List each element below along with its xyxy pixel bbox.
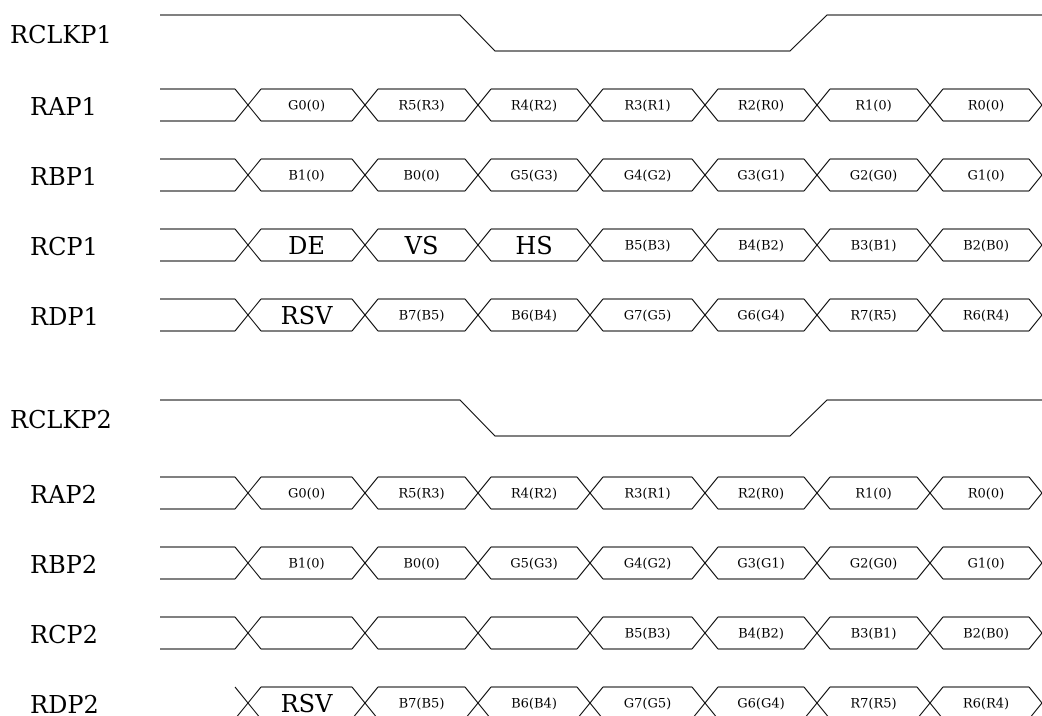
slot-label: B5(B3) xyxy=(625,627,671,642)
slot-label: R7(R5) xyxy=(850,697,896,712)
slot-label: R0(0) xyxy=(968,487,1004,502)
clock-waveform-rclkp2 xyxy=(160,399,1042,437)
slot-label: G6(G4) xyxy=(737,697,784,712)
slot-label: B2(B0) xyxy=(963,239,1009,254)
signal-label-rbp2: RBP2 xyxy=(30,551,97,579)
slot-label: B3(B1) xyxy=(851,627,897,642)
slot-label: G0(0) xyxy=(288,99,325,114)
clock-label-rclkp2: RCLKP2 xyxy=(10,406,112,434)
slot-label: B7(B5) xyxy=(399,697,445,712)
slot-label: R0(0) xyxy=(968,99,1004,114)
slot-label: B4(B2) xyxy=(738,239,784,254)
slot-label: VS xyxy=(404,232,439,260)
slot-label: R2(R0) xyxy=(738,99,784,114)
slot-label: R5(R3) xyxy=(398,487,444,502)
slot-label: G7(G5) xyxy=(624,309,671,324)
signal-label-rap2: RAP2 xyxy=(30,481,97,509)
slot-label: R6(R4) xyxy=(963,309,1009,324)
bus-waveform-rbp1 xyxy=(160,158,1042,192)
slot-label: B2(B0) xyxy=(963,627,1009,642)
slot-label: B0(0) xyxy=(403,557,439,572)
bus-waveform-rap2 xyxy=(160,476,1042,510)
slot-label: R7(R5) xyxy=(850,309,896,324)
slot-label: R4(R2) xyxy=(511,99,557,114)
slot-label: G2(G0) xyxy=(850,169,897,184)
slot-label: B4(B2) xyxy=(738,627,784,642)
slot-label: R6(R4) xyxy=(963,697,1009,712)
bus-waveform-rcp1 xyxy=(160,228,1042,262)
slot-label: B6(B4) xyxy=(511,697,557,712)
slot-label: R5(R3) xyxy=(398,99,444,114)
slot-label: G4(G2) xyxy=(624,169,671,184)
clock-label-rclkp1: RCLKP1 xyxy=(10,21,112,49)
slot-label: B6(B4) xyxy=(511,309,557,324)
slot-label: B1(0) xyxy=(288,557,324,572)
bus-waveform-rbp2 xyxy=(160,546,1042,580)
slot-label: B5(B3) xyxy=(625,239,671,254)
slot-label: R2(R0) xyxy=(738,487,784,502)
signal-label-rdp1: RDP1 xyxy=(30,303,99,331)
signal-label-rdp2: RDP2 xyxy=(30,691,99,716)
clock-waveform-rclkp1 xyxy=(160,14,1042,52)
slot-label: G5(G3) xyxy=(510,169,557,184)
slot-label: B3(B1) xyxy=(851,239,897,254)
slot-label: G5(G3) xyxy=(510,557,557,572)
slot-label: HS xyxy=(515,232,552,260)
bus-waveform-rcp2 xyxy=(160,616,1042,650)
slot-label: G1(0) xyxy=(967,169,1004,184)
slot-label: R3(R1) xyxy=(624,487,670,502)
slot-label: R1(0) xyxy=(855,487,891,502)
signal-label-rap1: RAP1 xyxy=(30,93,97,121)
signal-label-rcp1: RCP1 xyxy=(30,233,98,261)
slot-label: B0(0) xyxy=(403,169,439,184)
bus-waveform-rdp1 xyxy=(160,298,1042,332)
slot-label: G2(G0) xyxy=(850,557,897,572)
bus-waveform-rdp2 xyxy=(234,686,1042,716)
slot-label: R1(0) xyxy=(855,99,891,114)
slot-label: RSV xyxy=(281,302,334,330)
slot-label: R4(R2) xyxy=(511,487,557,502)
slot-label: B1(0) xyxy=(288,169,324,184)
signal-label-rcp2: RCP2 xyxy=(30,621,98,649)
slot-label: G3(G1) xyxy=(737,557,784,572)
slot-label: G7(G5) xyxy=(624,697,671,712)
slot-label: B7(B5) xyxy=(399,309,445,324)
slot-label: DE xyxy=(288,232,325,260)
slot-label: G1(0) xyxy=(967,557,1004,572)
slot-label: G6(G4) xyxy=(737,309,784,324)
slot-label: G4(G2) xyxy=(624,557,671,572)
signal-label-rbp1: RBP1 xyxy=(30,163,97,191)
slot-label: G0(0) xyxy=(288,487,325,502)
slot-label: RSV xyxy=(281,690,334,716)
slot-label: G3(G1) xyxy=(737,169,784,184)
slot-label: R3(R1) xyxy=(624,99,670,114)
bus-waveform-rap1 xyxy=(160,88,1042,122)
